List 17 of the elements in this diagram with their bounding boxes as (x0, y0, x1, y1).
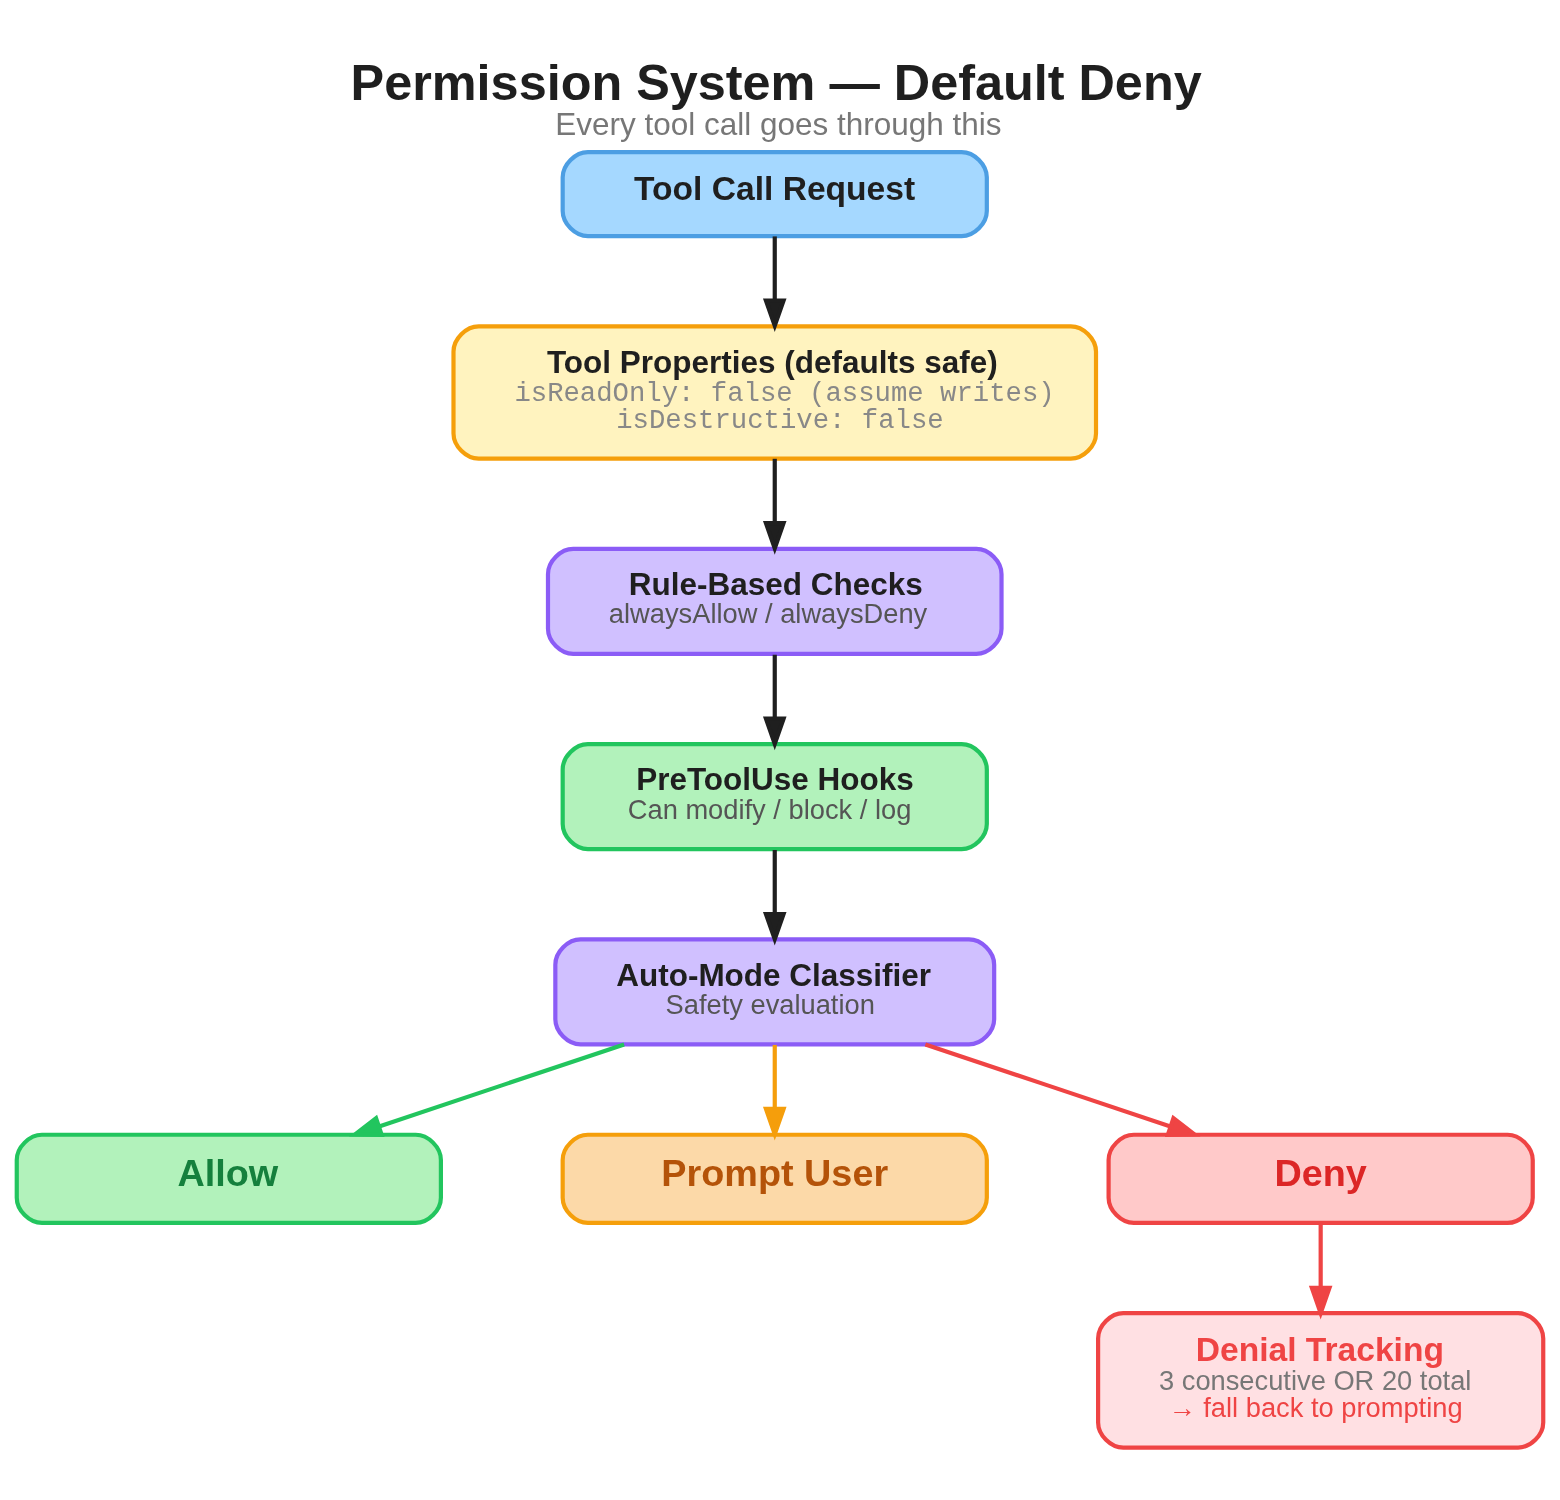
arrow (762, 654, 787, 750)
node-box: Tool Call Request (560, 149, 989, 238)
node-box: Deny (1106, 1132, 1535, 1225)
node-box: PreToolUse Hooks Can modify / block / log (560, 741, 989, 851)
node-box: Allow (14, 1132, 443, 1225)
arrow (762, 849, 787, 946)
arrow (762, 458, 787, 555)
arrow (348, 1041, 625, 1137)
node-box: Auto-Mode Classifier Safety evaluation (553, 936, 997, 1047)
node-box: Denial Tracking 3 consecutive OR 20 total → fall back to prompting (1096, 1310, 1546, 1450)
node-box: Rule-Based Checks alwaysAllow / alwaysDeny (545, 546, 1004, 656)
arrow (762, 235, 787, 332)
node-box: Tool Properties (defaults safe) isReadOnly: false (assume writes) isDestructive: false (451, 323, 1099, 461)
arrow (1308, 1223, 1333, 1319)
node-box: Prompt User (560, 1132, 989, 1225)
arrow (762, 1044, 787, 1140)
arrow (924, 1041, 1201, 1137)
